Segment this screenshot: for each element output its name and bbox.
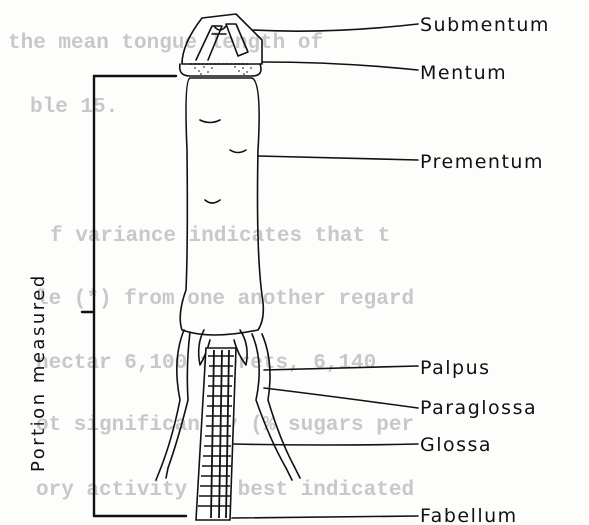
label-prementum: Prementum [420, 151, 544, 173]
label-palpus: Palpus [420, 357, 491, 379]
bleed-line-3: f variance indicates that t [50, 225, 390, 248]
label-glossa: Glossa [420, 434, 492, 456]
mentum-shape [180, 64, 261, 76]
bleed-line-4: le (*) from one another regard [36, 288, 414, 311]
label-submentum: Submentum [420, 14, 550, 36]
label-portion-measured: Portion measured [28, 273, 49, 472]
label-mentum: Mentum [420, 62, 507, 84]
label-fabellum: Fabellum [420, 505, 518, 525]
label-paraglossa: Paraglossa [420, 397, 537, 419]
bleed-line-2: ble 15. [30, 96, 118, 119]
bleed-line-1: the mean tongue length of [8, 32, 323, 55]
